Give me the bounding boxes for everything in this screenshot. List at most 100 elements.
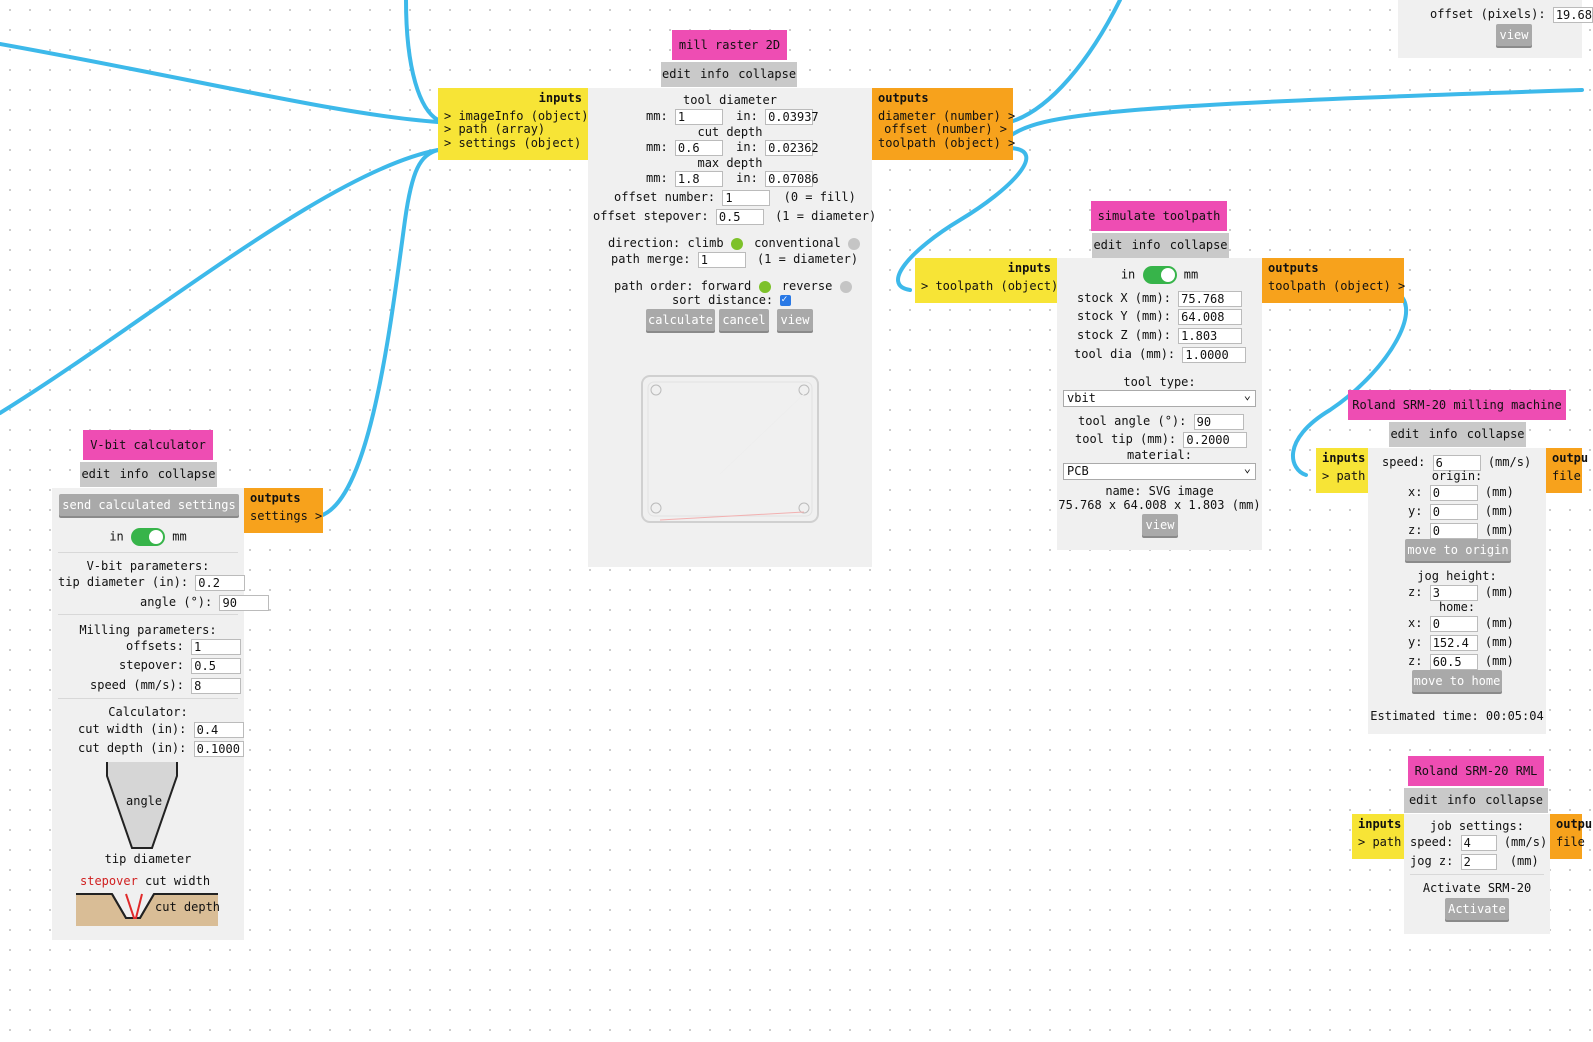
simulate-edit-button[interactable]: edit [1093,238,1123,252]
forward-radio[interactable] [758,280,771,293]
roland-machine-info-button[interactable]: info [1428,427,1458,441]
tool-diameter-mm-input[interactable]: 1 [674,108,723,125]
output-offset[interactable]: offset (number) > [884,122,1007,136]
cut-width-input[interactable]: 0.4 [193,721,244,738]
roland-rml-title[interactable]: Roland SRM-20 RML [1408,756,1544,786]
calculator-label: Calculator: [108,705,188,719]
offset-stepover-input[interactable]: 0.5 [715,208,764,225]
input-imageinfo[interactable]: > imageInfo (object) [444,108,589,123]
cancel-button[interactable]: cancel [719,309,769,331]
output-file[interactable]: file [1552,468,1581,483]
reverse-label: reverse [781,279,833,293]
cut-depth-in-input[interactable]: 0.02362 [765,139,819,156]
stepover-input[interactable]: 0.5 [191,657,242,674]
stock-z-input[interactable]: 1.803 [1178,327,1243,344]
output-diameter[interactable]: diameter (number) > [878,108,1016,123]
tool-tip-input[interactable]: 0.2000 [1183,431,1248,448]
climb-radio[interactable] [730,237,743,250]
stock-y-input[interactable]: 64.008 [1178,308,1243,325]
origin-y-input[interactable]: 0 [1429,503,1478,520]
cut-depth-mm-input[interactable]: 0.6 [674,139,723,156]
home-z-input[interactable]: 60.5 [1429,653,1478,670]
simulate-title[interactable]: simulate toolpath [1091,201,1227,231]
conventional-radio[interactable] [848,237,860,250]
mill-raster-edit-button[interactable]: edit [662,67,691,81]
inputs-header: inputs [1007,261,1051,275]
material-select[interactable]: PCB [1063,461,1256,480]
vbit-edit-info-collapse: edit info collapse [80,462,217,487]
roland-machine-collapse-button[interactable]: collapse [1466,427,1525,441]
home-x-input[interactable]: 0 [1429,615,1478,632]
stock-x-input[interactable]: 75.768 [1178,290,1243,307]
origin-x-input[interactable]: 0 [1429,484,1478,501]
offset-pixels-input[interactable]: 19.68 [1552,6,1593,23]
mm-unit: (mm) [1484,616,1514,630]
outputs-header: outputs [1268,261,1319,275]
output-settings[interactable]: settings > [250,508,323,523]
path-merge-label: path merge: [611,252,691,266]
angle-input[interactable]: 90 [219,594,270,611]
speed-input[interactable]: 4 [1460,834,1497,851]
path-merge-input[interactable]: 1 [697,251,746,268]
speed-input[interactable]: 8 [191,677,242,694]
offset-stepover-label: offset stepover: [593,209,709,223]
in-label: in: [736,140,758,154]
cut-width-label: cut width (in): [78,722,187,736]
simulate-view-button[interactable]: view [1142,514,1178,536]
tool-diameter-in-input[interactable]: 0.03937 [765,108,819,125]
calculate-button[interactable]: calculate [646,309,715,331]
cut-depth-input[interactable]: 0.1000 [193,740,244,757]
mm-unit: (mm) [1484,504,1514,518]
max-depth-mm-input[interactable]: 1.8 [674,170,723,187]
reverse-radio[interactable] [839,280,852,293]
simulate-collapse-button[interactable]: collapse [1169,238,1228,252]
offset-number-input[interactable]: 1 [722,189,771,206]
vbit-edit-button[interactable]: edit [81,467,111,481]
output-toolpath[interactable]: toolpath (object) > [1268,278,1406,293]
vbit-info-button[interactable]: info [119,467,149,481]
input-toolpath[interactable]: > toolpath (object) [921,278,1059,293]
roland-machine-edit-button[interactable]: edit [1390,427,1420,441]
roland-rml-edit-button[interactable]: edit [1408,793,1438,807]
stock-y-label: stock Y (mm): [1077,309,1171,323]
tool-type-select[interactable]: vbit [1063,388,1256,407]
unit-toggle[interactable] [131,528,165,546]
roland-machine-title[interactable]: Roland SRM-20 milling machine [1348,390,1566,420]
origin-z-input[interactable]: 0 [1429,522,1478,539]
input-path[interactable]: > path (array) [444,122,546,136]
wire-far-left-to-mill-settings [0,148,440,415]
toolpath-preview [641,375,819,523]
vbit-collapse-button[interactable]: collapse [157,467,216,481]
sort-distance-checkbox[interactable] [780,292,792,308]
tip-diameter-input[interactable]: 0.2 [195,574,246,591]
simulate-info-button[interactable]: info [1131,238,1161,252]
tool-diameter-label: tool diameter [683,93,777,107]
roland-rml-info-button[interactable]: info [1447,793,1476,807]
mill-raster-title[interactable]: mill raster 2D [672,30,787,60]
jog-z-input[interactable]: 3 [1429,584,1478,601]
tool-dia-input[interactable]: 1.0000 [1182,346,1247,363]
home-y-input[interactable]: 152.4 [1429,634,1478,651]
tool-dia-label: tool dia (mm): [1074,347,1176,361]
top-right-view-button[interactable]: view [1496,24,1532,46]
jog-z-input[interactable]: 2 [1460,853,1497,870]
estimated-time: Estimated time: 00:05:04 [1370,709,1544,723]
move-to-home-button[interactable]: move to home [1412,670,1502,692]
input-path[interactable]: > path [1322,468,1366,483]
vbit-title[interactable]: V-bit calculator [83,430,213,460]
roland-rml-collapse-button[interactable]: collapse [1485,793,1544,807]
move-to-origin-button[interactable]: move to origin [1405,539,1511,561]
output-file[interactable]: file [1556,834,1585,849]
output-toolpath[interactable]: toolpath (object) > [878,135,1016,150]
activate-button[interactable]: Activate [1445,898,1509,920]
max-depth-in-input[interactable]: 0.07086 [765,170,819,187]
input-settings[interactable]: > settings (object) [444,135,582,150]
offsets-input[interactable]: 1 [191,638,242,655]
send-calculated-settings-button[interactable]: send calculated settings [59,494,239,516]
mill-raster-info-button[interactable]: info [700,67,730,81]
input-path[interactable]: > path [1358,834,1402,849]
mill-raster-collapse-button[interactable]: collapse [738,67,797,81]
tool-angle-input[interactable]: 90 [1193,413,1244,430]
view-button[interactable]: view [777,309,813,331]
unit-toggle[interactable] [1142,266,1177,284]
